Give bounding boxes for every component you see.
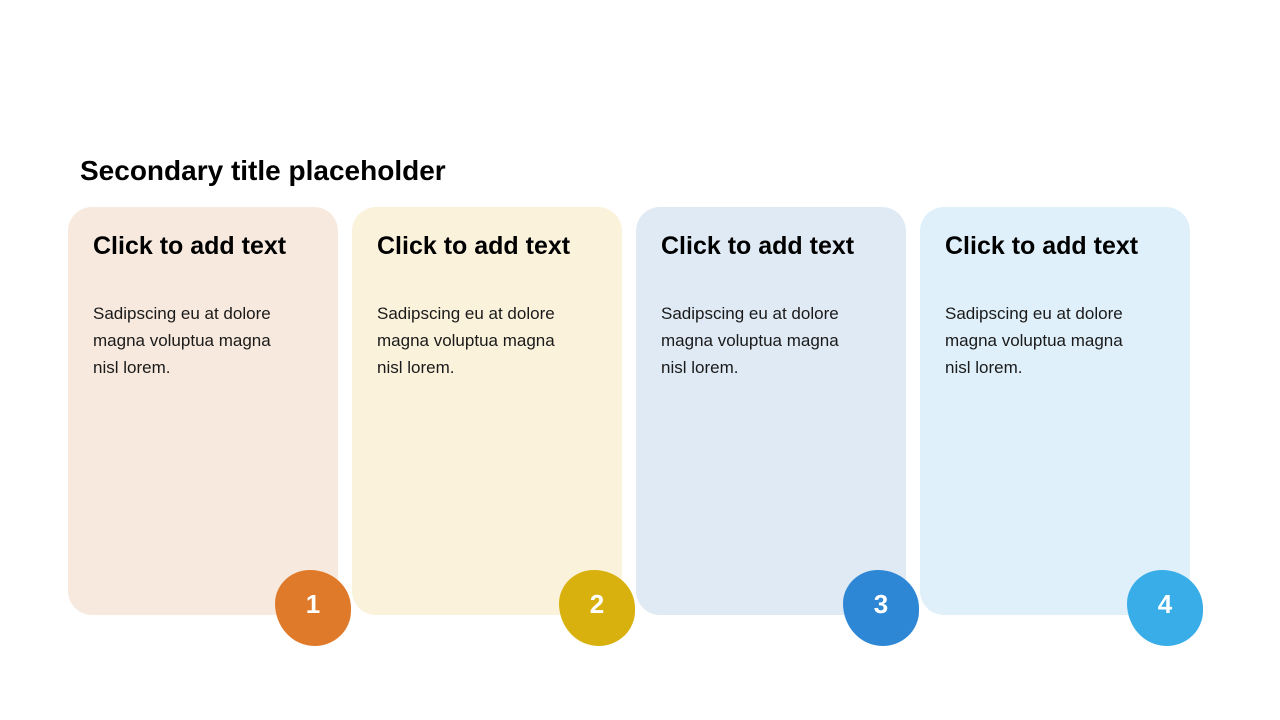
step-number: 3 (873, 588, 889, 619)
step-number-badge: 1 (275, 570, 351, 646)
card-heading-placeholder[interactable]: Click to add text (377, 232, 571, 260)
card-step-2[interactable]: Click to add text Sadipscing eu at dolor… (352, 207, 635, 646)
step-number: 1 (305, 588, 321, 619)
step-number: 4 (1157, 588, 1173, 619)
card-step-4[interactable]: Click to add text Sadipscing eu at dolor… (920, 207, 1203, 646)
step-number-badge: 4 (1127, 570, 1203, 646)
card-body-text[interactable]: Sadipscing eu at dolore magna voluptua m… (661, 304, 839, 377)
card-body-text[interactable]: Sadipscing eu at dolore magna voluptua m… (93, 304, 271, 377)
card-body-text[interactable]: Sadipscing eu at dolore magna voluptua m… (377, 304, 555, 377)
cards-row: Click to add text Sadipscing eu at dolor… (68, 207, 1203, 646)
card-step-1[interactable]: Click to add text Sadipscing eu at dolor… (68, 207, 351, 646)
step-number-badge: 2 (559, 570, 635, 646)
step-number: 2 (589, 588, 605, 619)
step-number-badge: 3 (843, 570, 919, 646)
card-body-text[interactable]: Sadipscing eu at dolore magna voluptua m… (945, 304, 1123, 377)
card-heading-placeholder[interactable]: Click to add text (945, 232, 1139, 260)
slide-title-placeholder[interactable]: Secondary title placeholder (80, 154, 446, 186)
card-step-3[interactable]: Click to add text Sadipscing eu at dolor… (636, 207, 919, 646)
card-heading-placeholder[interactable]: Click to add text (661, 232, 855, 260)
card-heading-placeholder[interactable]: Click to add text (93, 232, 287, 260)
